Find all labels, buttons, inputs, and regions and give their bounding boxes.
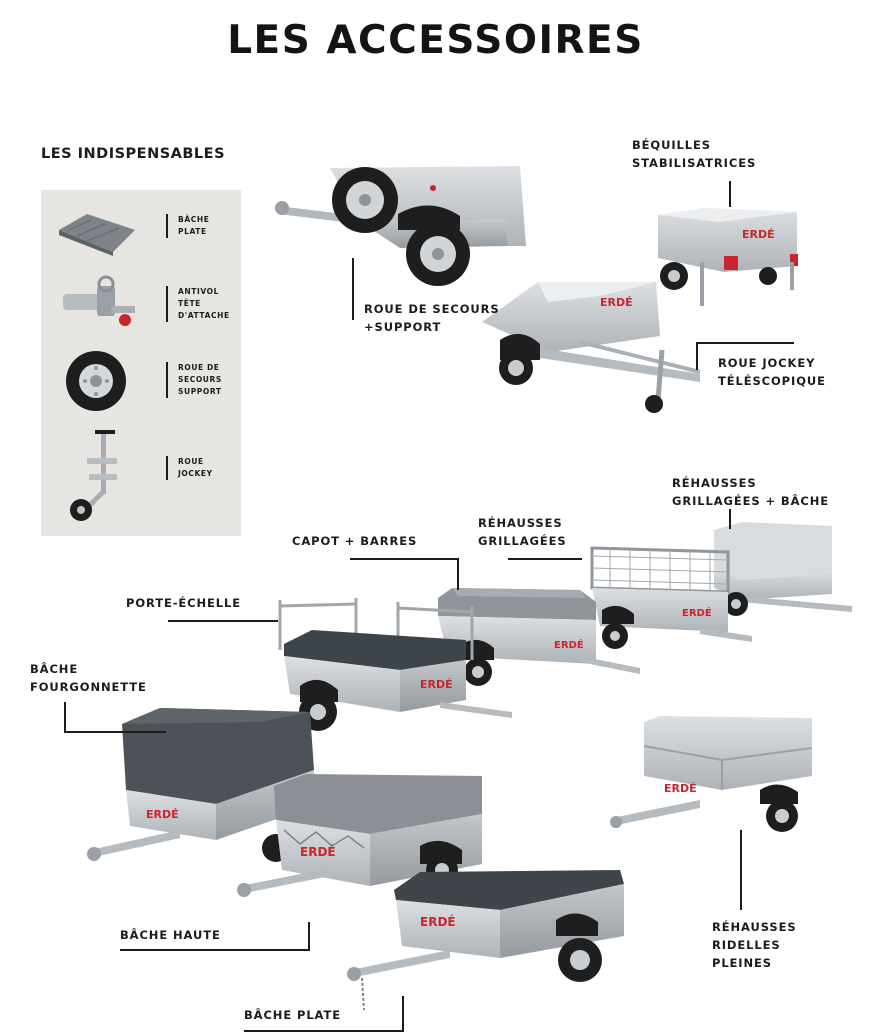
trailer-lid-bars: ERDÉ <box>438 588 640 686</box>
label-bache-haute: BÂCHE HAUTE <box>120 928 221 942</box>
spare-wheel-icon <box>66 351 126 411</box>
brand-logo: ERDÉ <box>600 296 633 309</box>
brand-logo: ERDÉ <box>664 782 697 795</box>
label-roue-secours: ROUE DE SECOURS +SUPPORT <box>364 302 500 334</box>
leader-line <box>508 558 582 560</box>
trailer-solid-sides: ERDÉ <box>610 716 813 832</box>
leader-line <box>350 558 458 560</box>
sidebar-item-bache-plate: BÂCHE PLATE <box>166 214 248 238</box>
label-rehausses-grillagees: RÉHAUSSES GRILLAGÉES <box>478 516 567 548</box>
leader-line <box>729 181 731 207</box>
hitch-lock-icon <box>63 275 135 326</box>
brand-logo: ERDÉ <box>742 228 775 241</box>
brand-logo: ERDÉ <box>554 638 584 651</box>
label-rehausses-ridelles: RÉHAUSSES RIDELLES PLEINES <box>712 920 797 970</box>
label-porte-echelle: PORTE-ÉCHELLE <box>126 596 242 610</box>
label-bache-plate: BÂCHE PLATE <box>244 1008 341 1022</box>
leader-line <box>168 620 278 622</box>
leader-line <box>402 996 404 1032</box>
leader-line <box>696 342 698 370</box>
label-bequilles: BÉQUILLES STABILISATRICES <box>632 138 757 170</box>
brand-logo: ERDÉ <box>420 678 453 691</box>
leader-line <box>729 509 731 529</box>
tarp-icon <box>59 214 135 256</box>
label-rehausses-bache: RÉHAUSSES GRILLAGÉES + BÂCHE <box>672 476 829 508</box>
brand-logo: ERDÉ <box>420 914 456 929</box>
trailer-spare-wheel <box>275 166 526 286</box>
page-title: LES ACCESSOIRES <box>227 18 644 63</box>
brand-logo: ERDÉ <box>146 808 179 821</box>
leader-line <box>64 702 66 732</box>
brand-logo: ERDÉ <box>682 606 712 619</box>
leader-line <box>457 558 459 590</box>
label-capot: CAPOT + BARRES <box>292 534 418 548</box>
trailer-mesh-sides: ERDÉ <box>590 546 752 649</box>
sidebar-item-antivol: ANTIVOL TÊTE D'ATTACHE <box>166 286 248 322</box>
leader-line <box>740 830 742 910</box>
trailer-mesh-tarp <box>714 522 852 616</box>
trailer-high-tarp: ERDÉ <box>237 774 482 897</box>
trailer-stabilizer-legs: ERDÉ <box>658 208 798 306</box>
label-roue-jockey: ROUE JOCKEY TÉLÉSCOPIQUE <box>718 356 826 388</box>
label-bache-fourgonnette: BÂCHE FOURGONNETTE <box>30 662 147 694</box>
brand-logo: ERDÉ <box>300 844 336 859</box>
essentials-panel: BÂCHE PLATE ANTIVOL TÊTE D'ATTACHE ROUE … <box>41 190 241 536</box>
leader-line <box>352 258 354 320</box>
section-title: LES INDISPENSABLES <box>41 146 226 162</box>
sidebar-item-roue-jockey: ROUE JOCKEY <box>166 456 248 480</box>
jockey-wheel-icon <box>70 430 117 521</box>
trailer-ladder-rack: ERDÉ <box>278 598 512 731</box>
leader-line <box>244 1030 404 1032</box>
sidebar-item-roue-secours: ROUE DE SECOURS SUPPORT <box>166 362 248 398</box>
trailer-jockey-wheel: ERDÉ <box>482 282 701 413</box>
trailer-flat-tarp: ERDÉ <box>347 870 624 1011</box>
leader-line <box>64 731 166 733</box>
leader-line <box>696 342 794 344</box>
leader-line <box>120 949 310 951</box>
leader-line <box>308 922 310 951</box>
